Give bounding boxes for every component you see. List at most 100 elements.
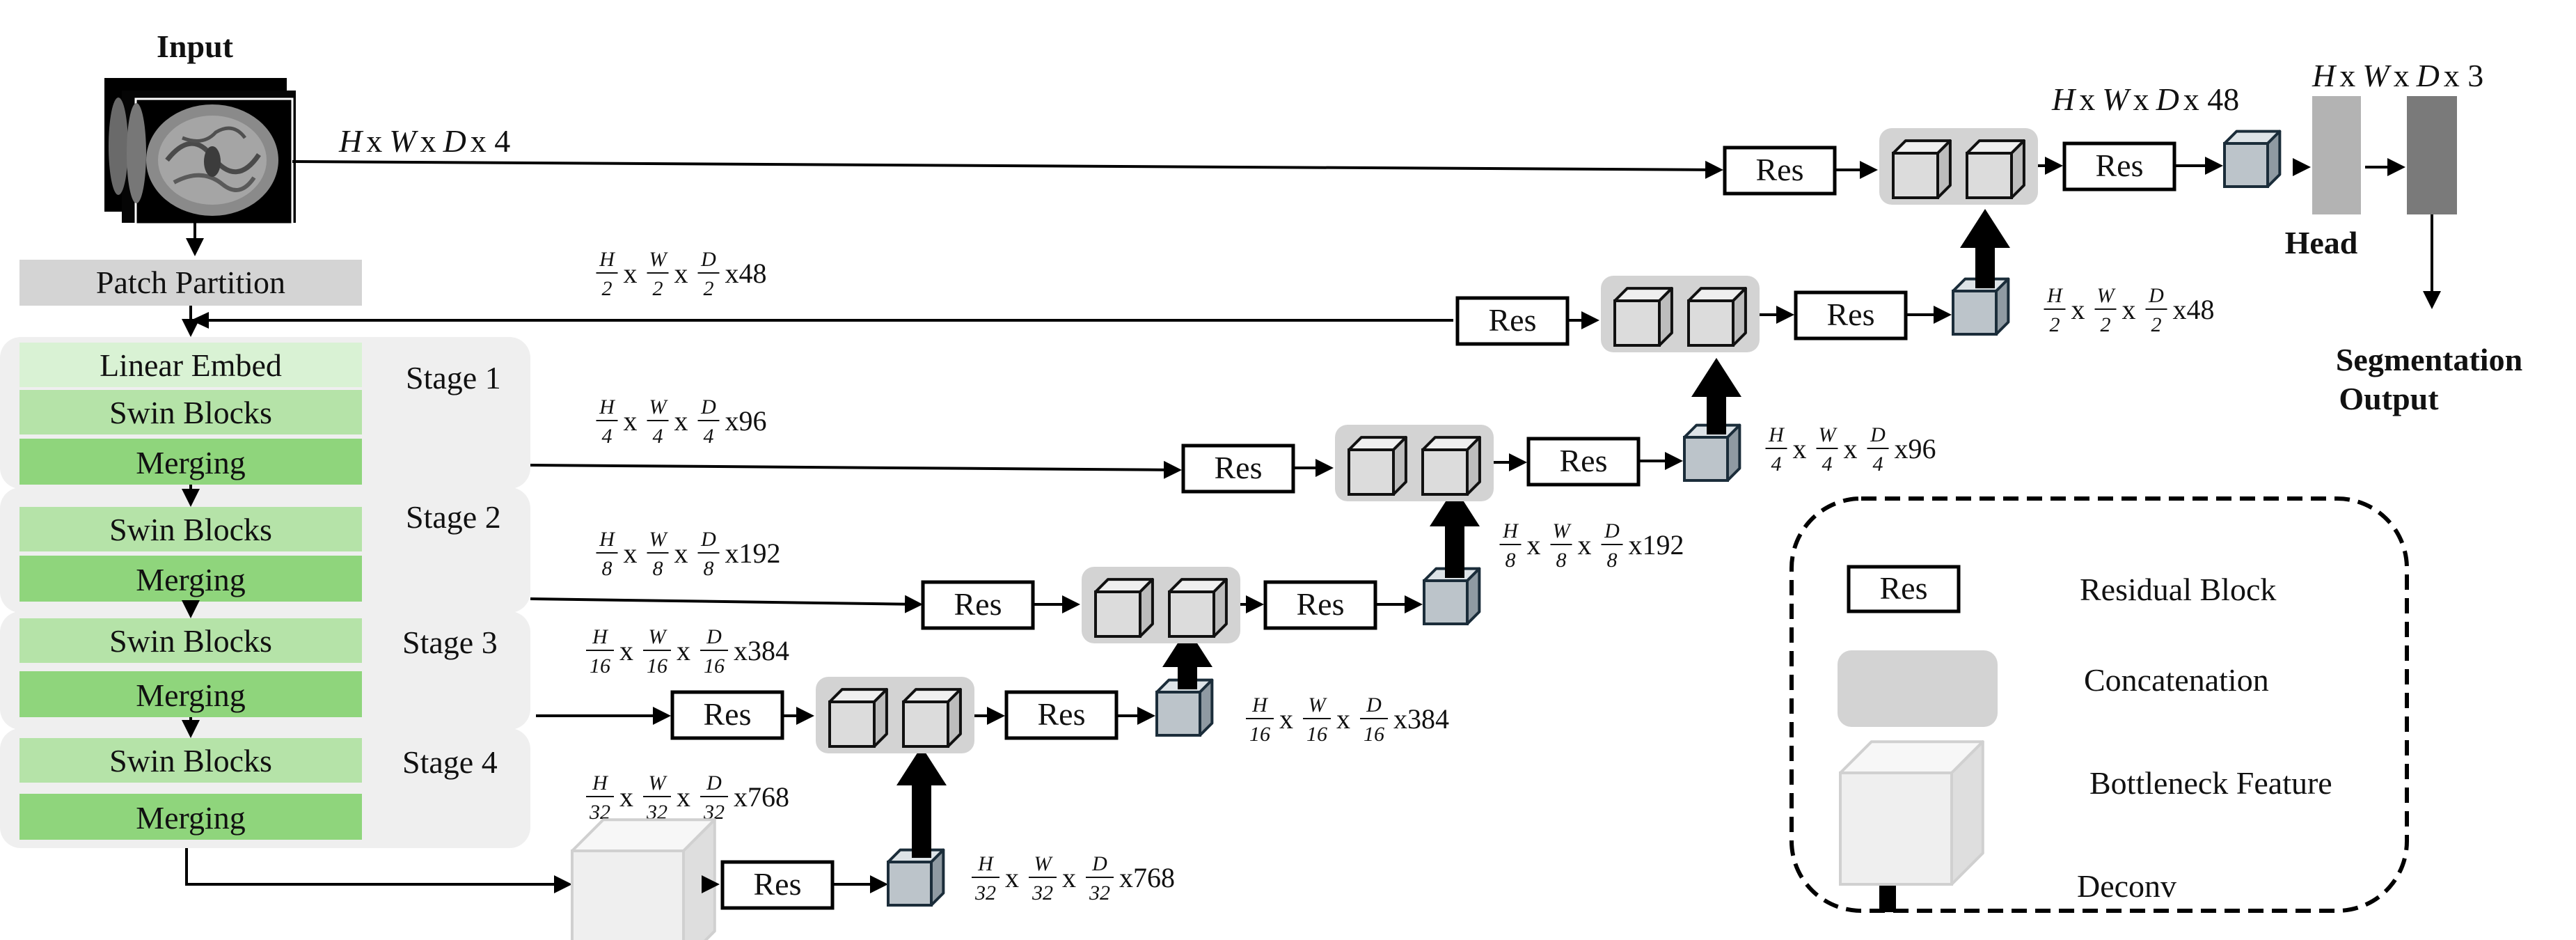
patch-partition-label: Patch Partition: [96, 265, 285, 300]
skip-dims-h8-den-D: 8: [704, 557, 714, 580]
dec-dims-h16-ch: x384: [1393, 703, 1449, 735]
dec-dims-h2-num-D: D: [2148, 284, 2164, 307]
head-block-2: [2407, 96, 2457, 214]
res-block-dec-h2-label: Res: [1827, 297, 1875, 332]
skip-dims-h8-ch: x192: [725, 538, 781, 569]
skip-dims-h16-den-W: 16: [647, 655, 667, 677]
skip-dims-h4-times-1: x: [674, 405, 688, 437]
concat-h8-cube-b: [1168, 578, 1228, 638]
skip-dims-h16-ch: x384: [734, 635, 789, 666]
res-block-bottleneck-label: Res: [754, 866, 802, 902]
res-block-dec-h2-rect: [1794, 290, 1908, 340]
dec-dims-h16-times-0: x: [1279, 703, 1293, 735]
linear-embed-box: [19, 343, 362, 387]
dec-dims-h16-times-1: x: [1336, 703, 1350, 735]
skip-dims-h2-den-W: 2: [653, 277, 663, 300]
feature-cube-h16: [1155, 678, 1214, 737]
skip-dims-h8-den-H: 8: [602, 557, 613, 580]
stage-1-label: Stage 1: [406, 360, 501, 395]
merging-label-2: Merging: [136, 562, 246, 597]
dec-dims-h2-den-H: 2: [2050, 313, 2060, 336]
skip-dims-h4-num-W: W: [649, 395, 669, 418]
dec-dims-h16-den-D: 16: [1364, 723, 1384, 746]
skip-dims-h4-den-H: 4: [602, 425, 613, 448]
deconv-h4: [1691, 358, 1741, 434]
skip-line-top: [292, 160, 1723, 179]
skip-dims-h2-den-H: 2: [602, 277, 613, 300]
patch-partition-box: [19, 260, 362, 306]
dec-dims-h2-den-D: 2: [2151, 313, 2162, 336]
dec-dims-h2-den-W: 2: [2101, 313, 2111, 336]
dec-dims-h2-num-H: H: [2046, 284, 2064, 307]
swin-blocks-label-4: Swin Blocks: [109, 743, 272, 778]
swin-blocks-label-2: Swin Blocks: [109, 512, 272, 547]
res-block-dec-h8-label: Res: [1297, 586, 1345, 622]
skip-dims-h8-num-W: W: [649, 528, 669, 551]
skip-dims-h16-den-H: 16: [590, 655, 610, 677]
concat-h4-cube-b: [1421, 436, 1481, 496]
concat-top-cube-a: [1892, 139, 1952, 199]
skip-dims-h32-times-0: x: [619, 781, 633, 813]
res-block-skip-h4: Res: [1181, 444, 1295, 494]
dec-dims-h8-times-1: x: [1578, 529, 1592, 561]
dec-dims-h4-num-W: W: [1819, 423, 1838, 446]
dec-dims-h4-times-1: x: [1844, 433, 1858, 464]
dec-dims-h32-times-0: x: [1005, 862, 1019, 893]
dec-dims-h16-num-H: H: [1251, 694, 1269, 716]
legend-deconv-text: Deconv: [2077, 868, 2176, 904]
skip-dims-h8-num-D: D: [700, 528, 716, 551]
res-block-dec-top-rect: [2062, 141, 2176, 191]
concat-h2-cube-b: [1687, 287, 1747, 347]
input-mri-stack: [104, 78, 296, 226]
dec-dims-h32-den-W: 32: [1032, 882, 1053, 904]
concat-h8-cube-a: [1094, 578, 1154, 638]
skip-dims-h16-num-D: D: [706, 625, 722, 648]
dec-dims-h8-num-W: W: [1553, 519, 1572, 542]
merging-box-1: [19, 439, 362, 485]
merging-box-2: [19, 556, 362, 602]
skip-dims-h4-ch: x96: [725, 405, 767, 437]
res-block-skip-h16-rect: [670, 690, 784, 740]
legend-res-label: Res: [1880, 570, 1928, 606]
swin-blocks-label-1: Swin Blocks: [109, 395, 272, 430]
deconv-h2: [1960, 209, 2010, 288]
dec-dims-h16-den-W: 16: [1306, 723, 1327, 746]
res-block-bottleneck: Res: [720, 860, 835, 910]
skip-dims-h2-num-D: D: [700, 248, 716, 271]
skip-arrow-h2: [191, 312, 209, 329]
res-block-dec-h2: Res: [1794, 290, 1908, 340]
head-label: Head: [2285, 225, 2358, 260]
skip-dims-h32-num-H: H: [592, 771, 609, 794]
res-block-skip-h4-label: Res: [1215, 450, 1263, 485]
head-block-1: [2312, 96, 2361, 214]
dec-dims-h16-den-H: 16: [1249, 723, 1270, 746]
output-label-line2: Output: [2339, 381, 2439, 416]
skip-line-h32: [185, 848, 572, 893]
linear-embed-label: Linear Embed: [100, 347, 282, 383]
merging-box-3: [19, 671, 362, 717]
merging-label-1: Merging: [136, 445, 246, 480]
skip-dims-h16-num-H: H: [592, 625, 609, 648]
bottleneck-cube: [571, 818, 716, 940]
skip-dims-h2-ch: x48: [725, 258, 767, 289]
dec-dims-h4-ch: x96: [1895, 433, 1936, 464]
res-block-dec-top-label: Res: [2096, 148, 2144, 183]
concat-top-cube-b: [1966, 139, 2025, 199]
skip-dims-h8-num-H: H: [599, 528, 616, 551]
skip-dims-h16-num-W: W: [649, 625, 668, 648]
skip-dims-h16-times-0: x: [619, 635, 633, 666]
legend-bottleneck-text: Bottleneck Feature: [2089, 765, 2332, 801]
skip-dims-h8-den-W: 8: [653, 557, 663, 580]
skip-line-h8: [530, 595, 923, 613]
dec-dims-h4-den-H: 4: [1771, 453, 1782, 476]
skip-dims-h8-times-0: x: [624, 538, 638, 569]
skip-dims-h2-den-D: 2: [704, 277, 714, 300]
